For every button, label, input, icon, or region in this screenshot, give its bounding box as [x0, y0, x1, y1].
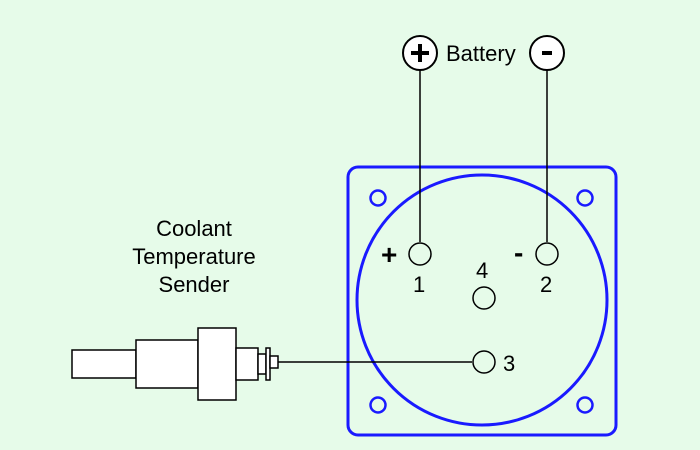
terminal-2-number: 2 — [540, 272, 552, 297]
terminal-4-number: 4 — [476, 258, 488, 283]
terminal-2-sign: - — [514, 237, 523, 268]
battery-label: Battery — [446, 41, 516, 66]
terminal-3-number: 3 — [503, 351, 515, 376]
terminal-4 — [472, 286, 496, 310]
terminal-3 — [472, 350, 496, 374]
terminal-1-number: 1 — [413, 272, 425, 297]
mounting-hole-top-left — [369, 189, 387, 207]
sender-label-line1: Coolant — [156, 216, 232, 241]
mounting-hole-bottom-left — [369, 396, 387, 414]
gauge-housing — [346, 165, 618, 437]
mounting-hole-bottom-right — [576, 396, 594, 414]
battery-negative-symbol — [529, 35, 565, 71]
mounting-hole-top-right — [576, 189, 594, 207]
battery-positive-symbol — [402, 35, 438, 71]
gauge-dial — [355, 173, 609, 427]
terminal-1-sign: + — [381, 239, 397, 270]
sender-label-line3: Sender — [159, 272, 230, 297]
terminal-1 — [408, 242, 432, 266]
terminal-2 — [535, 242, 559, 266]
coolant-sender-icon — [71, 327, 279, 401]
sender-label-line2: Temperature — [132, 244, 256, 269]
